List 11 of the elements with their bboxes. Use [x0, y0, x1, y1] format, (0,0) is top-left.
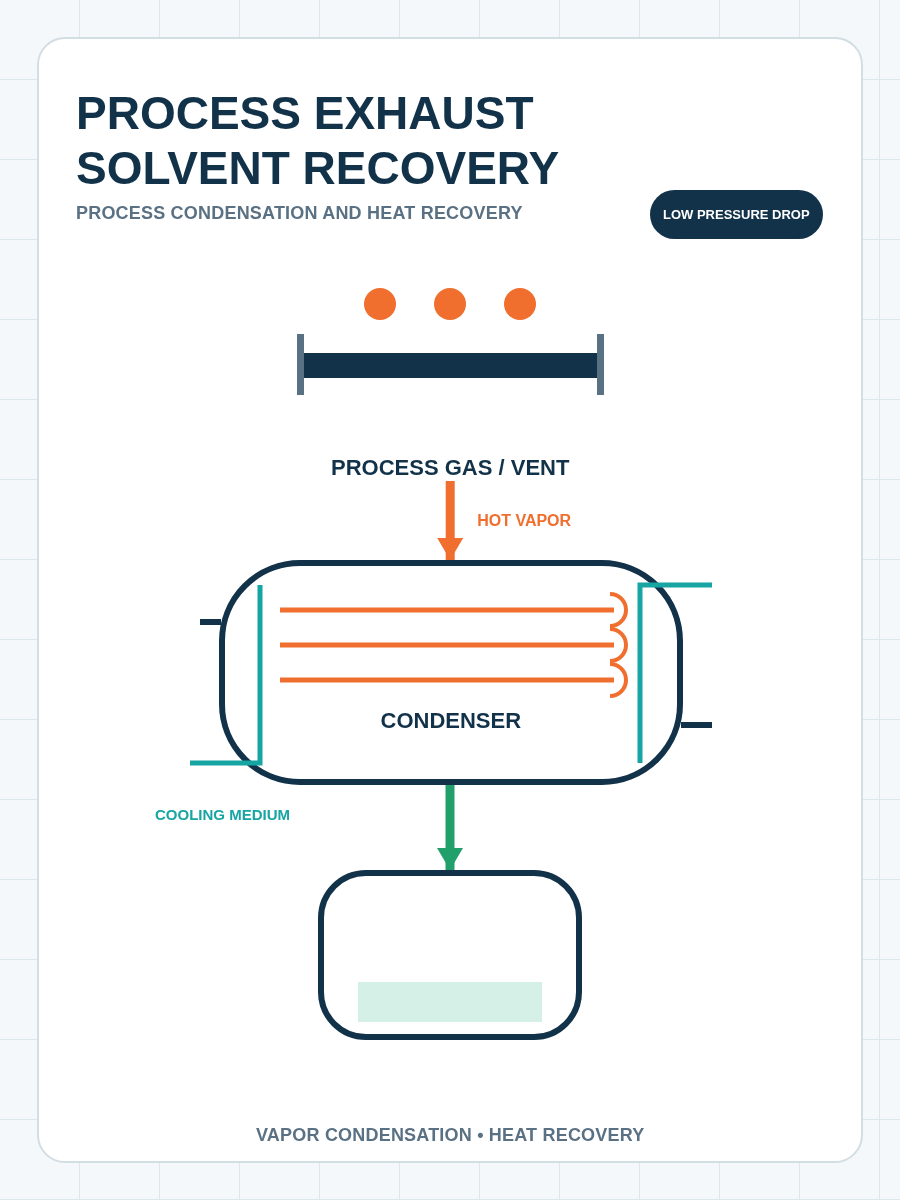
- title: PROCESS EXHAUST SOLVENT RECOVERY: [76, 86, 561, 196]
- arrow: [437, 481, 464, 560]
- subtitle: PROCESS CONDENSATION AND HEAT RECOVERY: [76, 202, 523, 224]
- stream-label: COOLING MEDIUM: [155, 805, 290, 824]
- equipment-label: CONDENSER: [380, 708, 522, 734]
- condenser-vessel: [190, 560, 712, 785]
- caption: VAPOR CONDENSATION • HEAT RECOVERY: [256, 1124, 645, 1146]
- status-badge: LOW PRESSURE DROP: [650, 190, 823, 239]
- inlet-label: PROCESS GAS / VENT: [331, 455, 570, 481]
- arrow: [437, 785, 463, 870]
- collection-tank: [318, 870, 582, 1040]
